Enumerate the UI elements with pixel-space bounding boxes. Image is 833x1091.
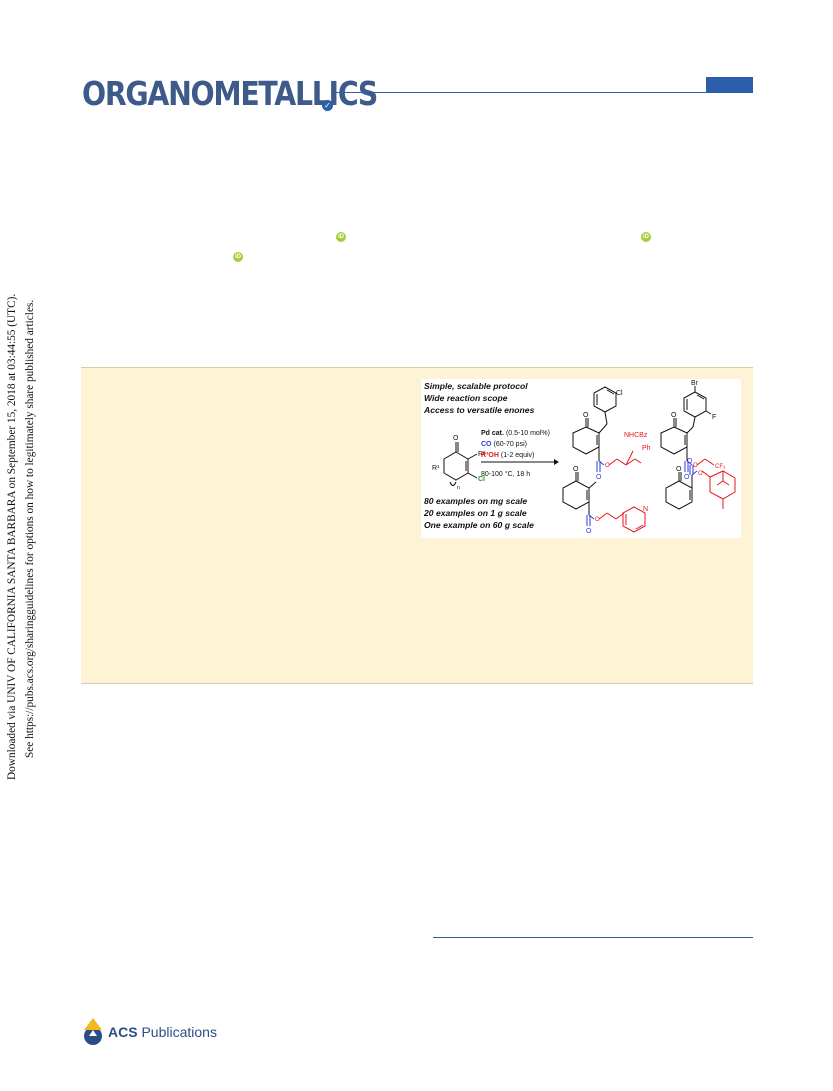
ring-size-label: n <box>457 485 460 491</box>
orcid-icon[interactable]: iD <box>233 252 243 262</box>
oxo-label: O <box>573 466 579 473</box>
catalyst-loading: (0.5-10 mol%) <box>506 430 550 437</box>
nhcbz-label: NHCBz <box>624 432 648 439</box>
ester-oxygen-label: O <box>693 463 698 469</box>
pyridine-nitrogen-label: N <box>643 506 648 513</box>
scale-note: 80 examples on mg scale <box>424 496 527 506</box>
footnote-rule <box>433 937 753 938</box>
fluoro-label: F <box>712 414 716 421</box>
chloro-label: Cl <box>616 390 623 397</box>
toc-graphic: Simple, scalable protocol Wide reaction … <box>421 379 741 538</box>
toc-graphic-svg: Simple, scalable protocol Wide reaction … <box>423 380 736 535</box>
check-badge-icon: ✓ <box>322 100 333 111</box>
download-notice-line: See https://pubs.acs.org/sharingguidelin… <box>24 299 36 758</box>
r2-label: R² <box>478 451 486 458</box>
product-1-structure <box>572 386 642 472</box>
reaction-arrowhead <box>554 459 559 465</box>
product-2-structure <box>660 386 715 472</box>
feature-text: Simple, scalable protocol <box>424 381 528 391</box>
trifluoromethyl-label: CF₃ <box>715 464 726 470</box>
oxo-label: O <box>453 435 459 442</box>
svg-text:Pd cat.(0.5-10 mol%): Pd cat.(0.5-10 mol%) <box>481 430 550 437</box>
ester-oxygen-label: O <box>595 517 600 523</box>
bromo-label: Br <box>691 380 699 387</box>
temperature-time: 80-100 °C, 18 h <box>481 470 530 478</box>
catalyst-label: Pd cat. <box>481 430 504 437</box>
svg-text:R³OH(1-2 equiv): R³OH(1-2 equiv) <box>481 452 534 459</box>
download-notice: Downloaded via UNIV OF CALIFORNIA SANTA … <box>3 293 39 790</box>
chloride-label: Cl <box>478 476 485 483</box>
journal-logo: ORGANOMETALLICS <box>82 74 378 113</box>
header-rule <box>336 92 706 93</box>
starting-material-structure <box>443 442 478 486</box>
product-3-structure <box>562 472 646 533</box>
ester-oxygen-label: O <box>605 463 610 469</box>
feature-text: Wide reaction scope <box>424 393 508 403</box>
svg-text:CO(60-70 psi): CO(60-70 psi) <box>481 441 527 448</box>
publisher-name-bold: ACS <box>108 1024 138 1040</box>
oxo-label: O <box>583 412 589 419</box>
alcohol-label: R³OH <box>481 452 499 459</box>
publisher-name: ACS Publications <box>108 1024 217 1040</box>
product-4-structure <box>665 465 736 510</box>
oxo-label: O <box>671 412 677 419</box>
publisher-name-rest: Publications <box>137 1024 217 1040</box>
ester-oxygen-label: O <box>698 471 703 477</box>
orcid-icon[interactable]: iD <box>641 232 651 242</box>
co-label: CO <box>481 441 492 448</box>
phenyl-label: Ph <box>642 445 651 452</box>
carbonyl-oxygen-label: O <box>596 474 602 481</box>
r1-label: R¹ <box>432 465 440 472</box>
acs-logo-icon <box>84 1018 102 1045</box>
carbonyl-oxygen-label: O <box>687 458 693 465</box>
feature-text: Access to versatile enones <box>423 405 535 415</box>
co-pressure: (60-70 psi) <box>494 441 527 448</box>
carbonyl-oxygen-label: O <box>684 474 690 481</box>
scale-note: 20 examples on 1 g scale <box>423 508 527 518</box>
alcohol-equiv: (1-2 equiv) <box>501 452 534 459</box>
orcid-icon[interactable]: iD <box>336 232 346 242</box>
download-notice-line: Downloaded via UNIV OF CALIFORNIA SANTA … <box>6 293 18 780</box>
scale-note: One example on 60 g scale <box>424 520 534 530</box>
header-accent-block <box>706 77 753 93</box>
oxo-label: O <box>676 466 682 473</box>
carbonyl-oxygen-label: O <box>586 528 592 535</box>
